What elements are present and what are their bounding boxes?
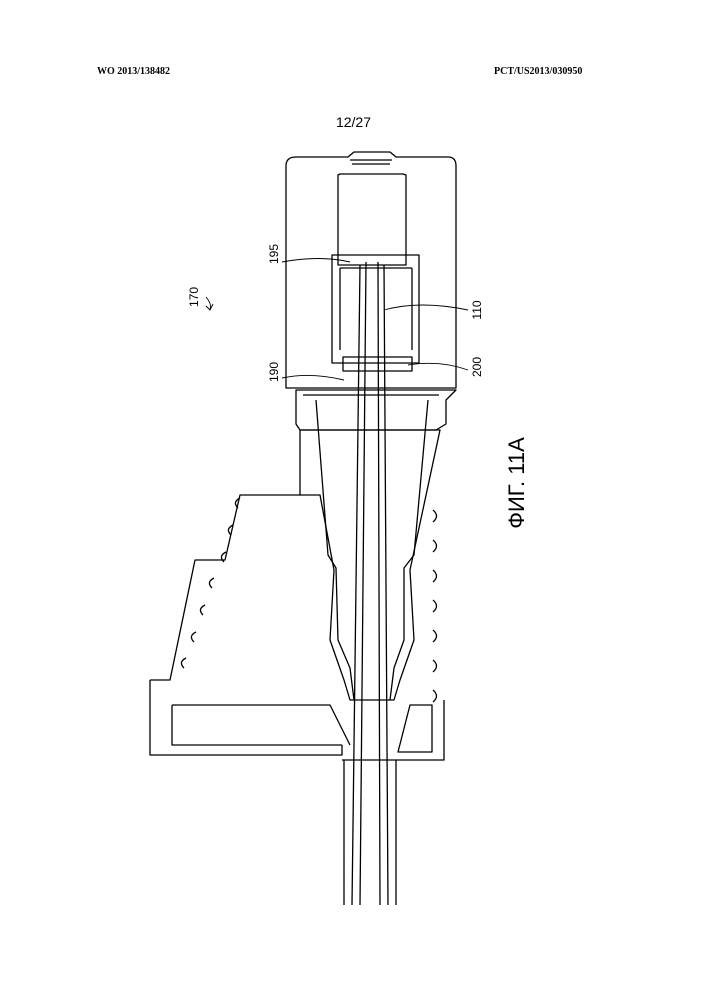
seal-chamber [332, 255, 419, 363]
grip-ribs [433, 510, 437, 702]
cap-outline [286, 152, 456, 388]
insert-200 [343, 357, 412, 371]
cap-bore [338, 174, 406, 265]
ref-200: 200 [470, 357, 484, 377]
cap-top-groove [350, 160, 392, 164]
tube-110 [352, 262, 388, 905]
figure-title: ФИГ. 11А [504, 437, 529, 529]
collar [296, 390, 456, 430]
ref-190: 190 [267, 362, 281, 382]
ref-195: 195 [267, 244, 281, 264]
leader-200 [408, 363, 468, 370]
leader-190 [282, 375, 344, 380]
base-flange [150, 495, 444, 760]
ref-170: 170 [187, 287, 201, 307]
ref-110: 110 [470, 300, 484, 319]
leader-195 [282, 259, 350, 263]
